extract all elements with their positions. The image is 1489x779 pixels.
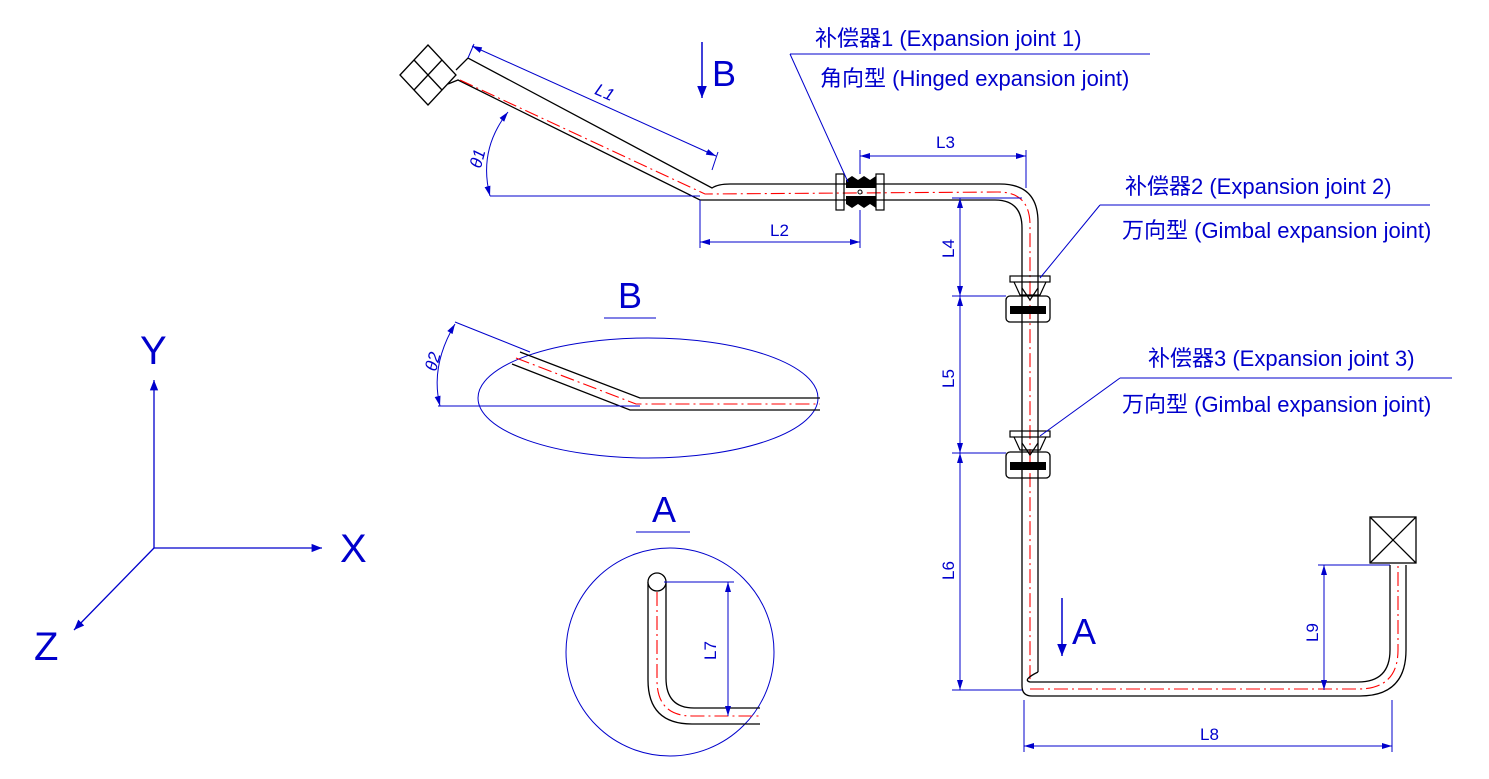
dim-vertical-chain: L4 L5 L6 xyxy=(939,197,1022,691)
dim-L2-label: L2 xyxy=(770,221,789,240)
view-arrow-A: A xyxy=(1057,598,1096,656)
joint-2-title: 补偿器2 (Expansion joint 2) xyxy=(1125,174,1392,199)
joint-2-type: 万向型 (Gimbal expansion joint) xyxy=(1122,218,1431,243)
dim-L7-label: L7 xyxy=(701,641,720,660)
axis-z-label: Z xyxy=(34,625,58,669)
dim-L6-label: L6 xyxy=(939,561,958,580)
dim-L4-label: L4 xyxy=(939,239,958,258)
joint-3-label: 补偿器3 (Expansion joint 3) 万向型 (Gimbal exp… xyxy=(1039,346,1452,437)
dim-L9: L9 xyxy=(1303,564,1390,690)
dim-L3-label: L3 xyxy=(936,133,955,152)
view-arrow-B-label: B xyxy=(712,53,736,94)
joint-2-label: 补偿器2 (Expansion joint 2) 万向型 (Gimbal exp… xyxy=(1039,174,1431,279)
joint-1-type: 角向型 (Hinged expansion joint) xyxy=(820,66,1129,91)
detail-view-A: A L7 xyxy=(565,489,775,757)
detail-view-B: B θ2 xyxy=(422,275,820,459)
dim-L8-label: L8 xyxy=(1200,725,1219,744)
joint-1-label: 补偿器1 (Expansion joint 1) 角向型 (Hinged exp… xyxy=(789,26,1150,183)
detail-A-title: A xyxy=(652,489,676,530)
dim-theta2-label: θ2 xyxy=(422,350,445,373)
dim-theta1-label: θ1 xyxy=(466,147,489,170)
joint-1-title: 补偿器1 (Expansion joint 1) xyxy=(815,26,1082,51)
dim-L9-label: L9 xyxy=(1303,623,1322,642)
joint-3-type: 万向型 (Gimbal expansion joint) xyxy=(1122,392,1431,417)
expansion-joint-3 xyxy=(1005,430,1051,479)
axis-y-label: Y xyxy=(140,329,167,373)
expansion-joint-2 xyxy=(1005,275,1051,323)
dim-L8: L8 xyxy=(1023,700,1393,752)
dim-theta1: θ1 xyxy=(466,111,700,197)
anchor-top-left xyxy=(399,44,457,106)
dim-L1-label: L1 xyxy=(592,80,617,105)
dim-L2: L2 xyxy=(699,200,861,248)
view-arrow-B: B xyxy=(697,42,736,98)
coordinate-axes: Y X Z xyxy=(34,329,367,669)
dim-L3: L3 xyxy=(859,133,1027,188)
view-arrow-A-label: A xyxy=(1072,611,1096,652)
axis-x-label: X xyxy=(340,527,367,571)
joint-3-title: 补偿器3 (Expansion joint 3) xyxy=(1148,346,1415,371)
dim-L5-label: L5 xyxy=(939,369,958,388)
dim-L1: L1 xyxy=(467,43,719,171)
expansion-joint-1 xyxy=(835,173,885,211)
detail-B-title: B xyxy=(618,275,642,316)
anchor-bottom-right xyxy=(1369,516,1417,564)
